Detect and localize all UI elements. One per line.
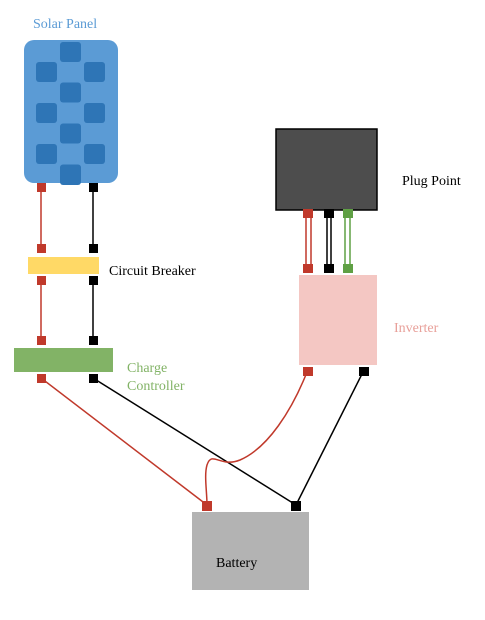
plug-point <box>275 128 378 211</box>
terminal-positive <box>37 374 46 383</box>
inverter <box>299 275 377 365</box>
terminal-negative <box>89 183 98 192</box>
inverter-label: Inverter <box>394 321 439 336</box>
terminal-negative <box>89 244 98 253</box>
circuit-breaker <box>28 257 99 274</box>
terminal-negative <box>89 336 98 345</box>
plug-point-label: Plug Point <box>402 174 461 189</box>
solar-cell <box>60 82 81 103</box>
terminal-negative <box>291 501 301 511</box>
solar-cell <box>36 144 57 164</box>
solar-cell <box>84 144 105 164</box>
circuit-breaker-label: Circuit Breaker <box>109 264 196 279</box>
solar-cell <box>36 62 57 82</box>
solar-panel-cells <box>36 42 105 185</box>
charge-controller-label-line2: Controller <box>127 379 185 394</box>
wire-positive <box>204 371 308 506</box>
terminal-positive <box>37 183 46 192</box>
solar-panel-label: Solar Panel <box>33 17 97 32</box>
wire-negative <box>92 377 297 506</box>
terminal-negative <box>324 264 334 273</box>
terminal-positive <box>303 209 313 218</box>
terminal-negative <box>89 374 98 383</box>
terminal-negative <box>324 209 334 218</box>
charge-controller <box>14 348 113 372</box>
solar-cell <box>60 42 81 62</box>
battery-label: Battery <box>216 556 257 571</box>
terminal-positive <box>202 501 212 511</box>
terminal-positive <box>37 336 46 345</box>
battery <box>192 512 309 590</box>
terminal-positive <box>37 244 46 253</box>
wire-negative <box>295 371 364 506</box>
terminal-ground <box>343 209 353 218</box>
charge-controller-label-line1: Charge <box>127 361 167 376</box>
solar-cell <box>84 62 105 82</box>
terminal-negative <box>89 276 98 285</box>
terminal-ground <box>343 264 353 273</box>
wire-positive <box>40 377 208 506</box>
terminal-negative <box>359 367 369 376</box>
terminal-positive <box>37 276 46 285</box>
terminal-positive <box>303 367 313 376</box>
solar-cell <box>36 103 57 123</box>
solar-cell <box>60 165 81 185</box>
solar-cell <box>84 103 105 123</box>
solar-cell <box>60 123 81 144</box>
terminal-positive <box>303 264 313 273</box>
